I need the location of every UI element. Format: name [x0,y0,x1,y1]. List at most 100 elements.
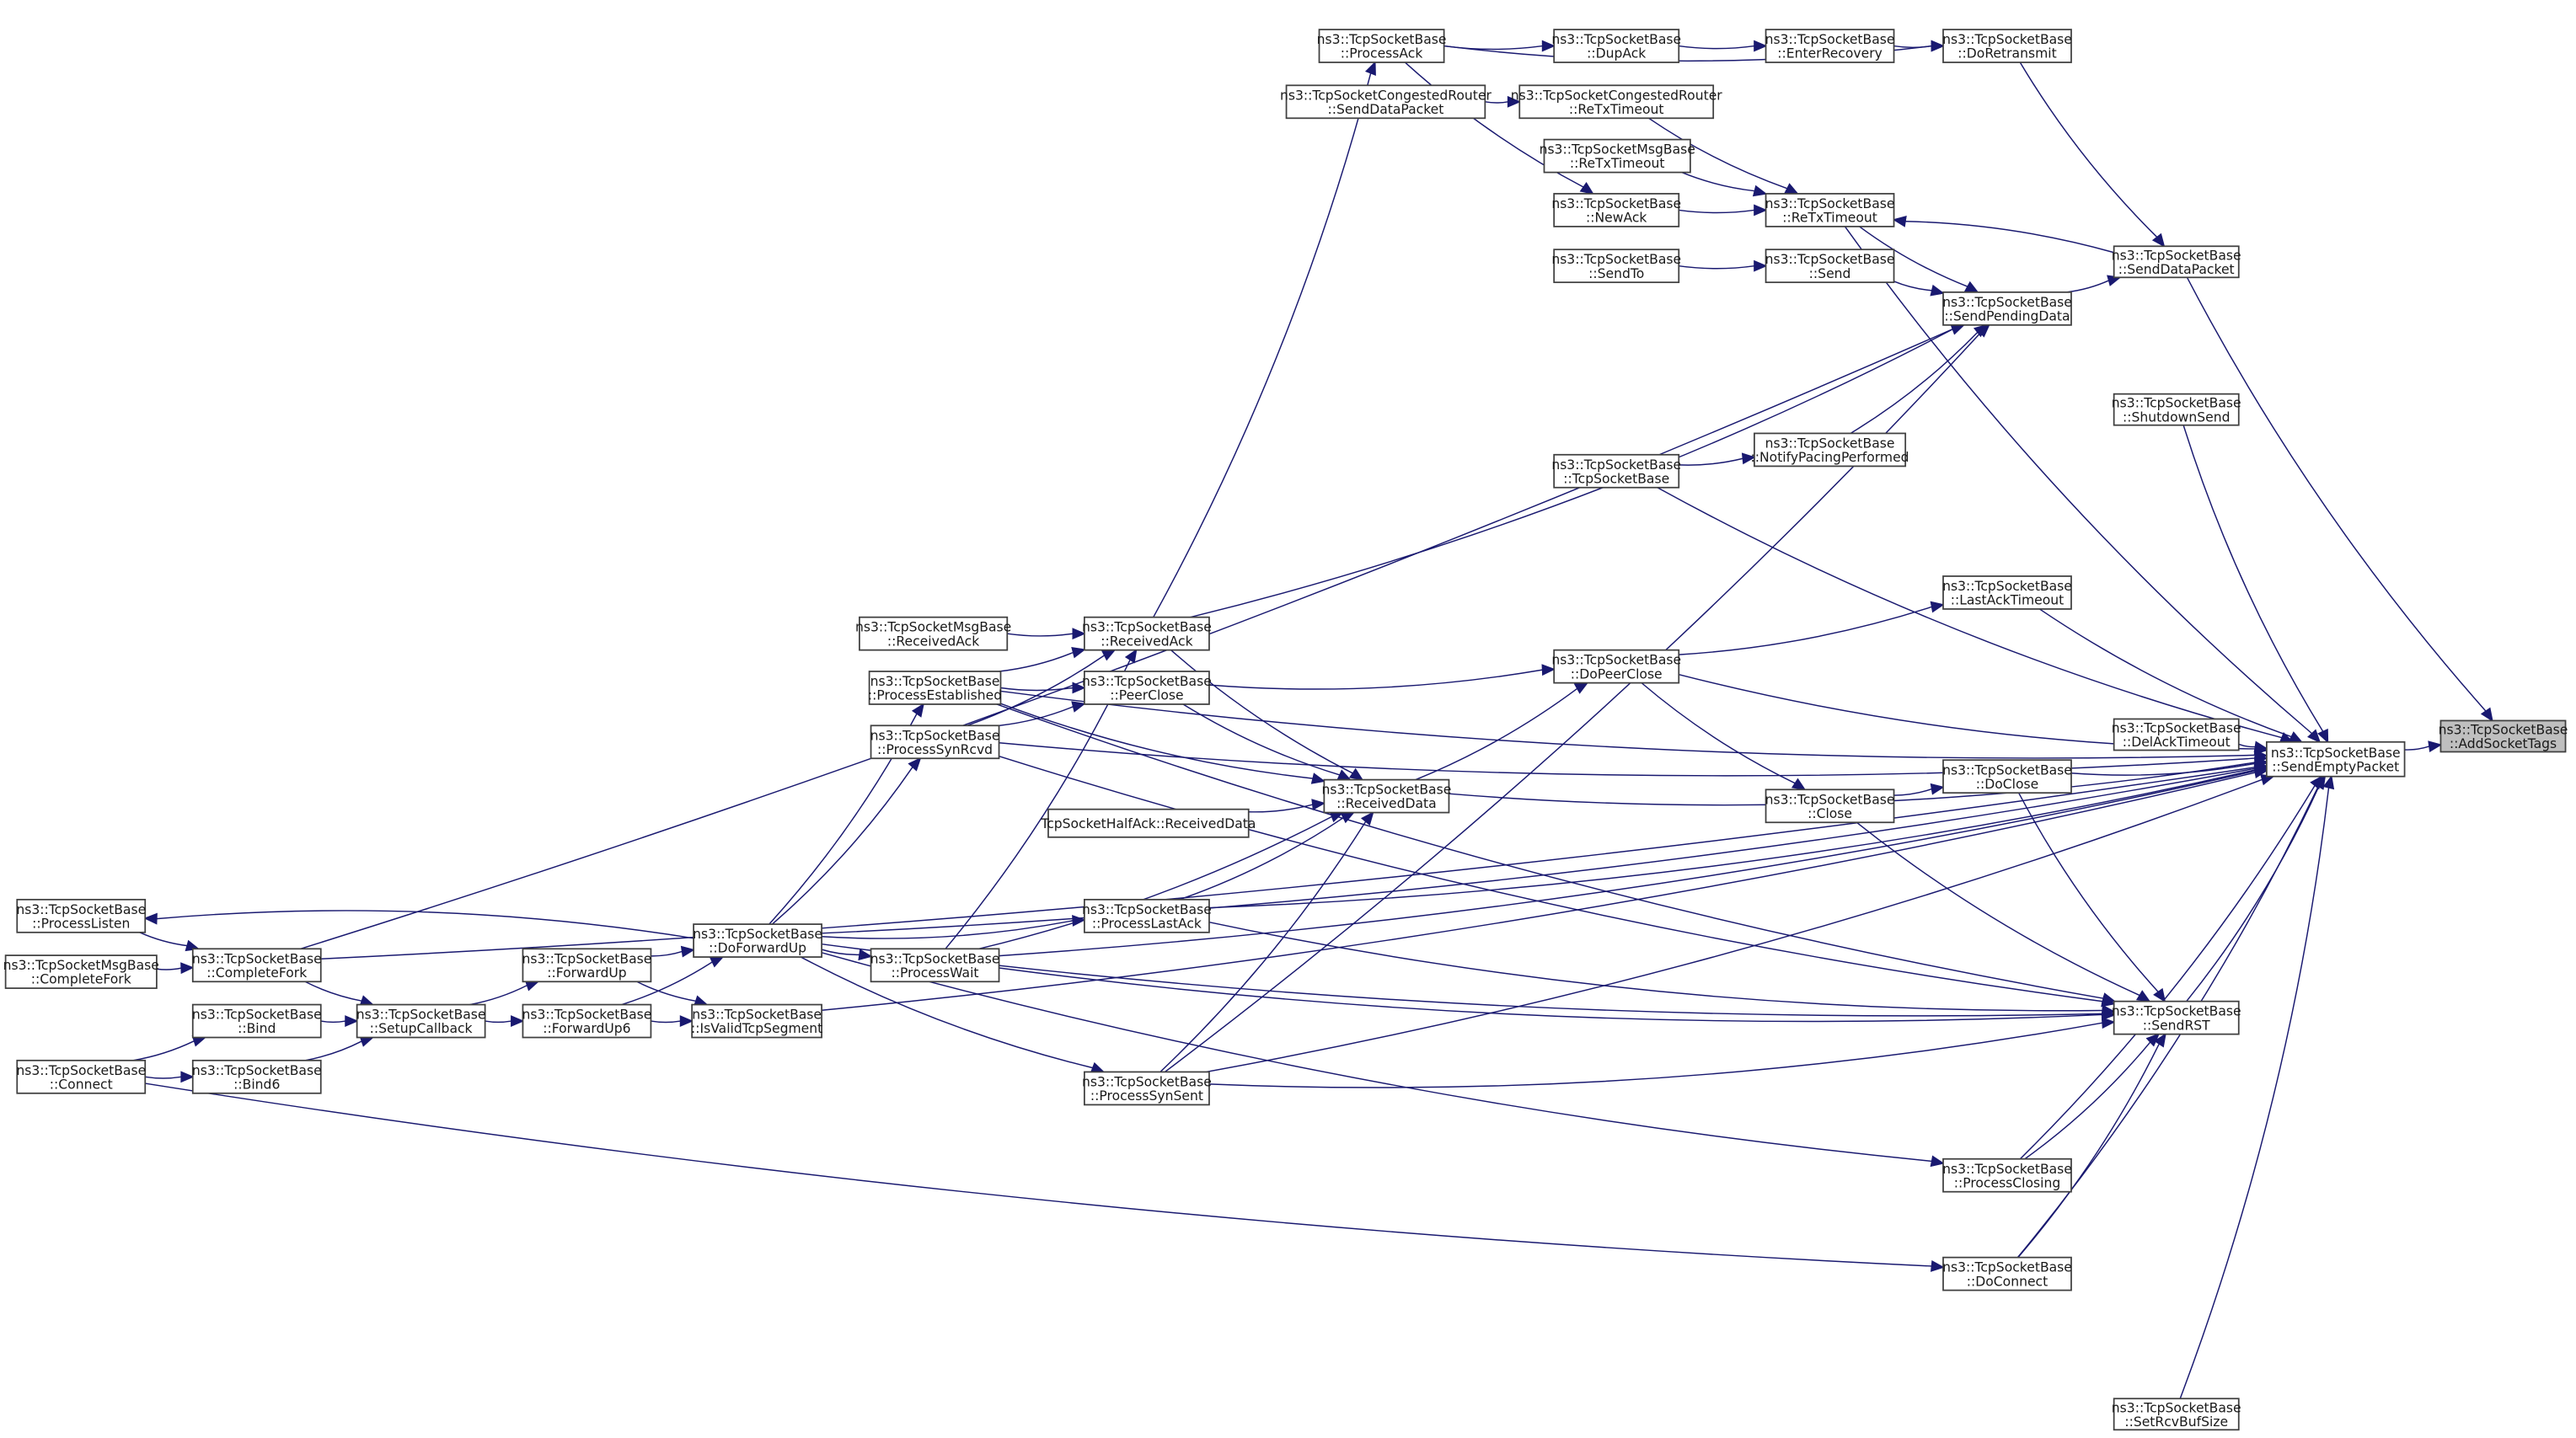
node-process-established[interactable]: ns3::TcpSocketBase::ProcessEstablished [868,671,1002,705]
node-box [522,948,652,983]
node-label: ns3::TcpSocketBase [16,902,146,917]
node-received-ack[interactable]: ns3::TcpSocketBase::ReceivedAck [1082,616,1212,651]
edge-line [1415,687,1578,781]
arrowhead-icon [2154,1033,2166,1048]
node-complete-fork[interactable]: ns3::TcpSocketBase::CompleteFork [192,948,322,983]
node-label: ns3::TcpSocketBase [1765,436,1895,451]
node-label: ns3::TcpSocketBase [192,1063,322,1078]
arrowhead-icon [1541,664,1556,676]
node-do-peer-close[interactable]: ns3::TcpSocketBase::DoPeerClose [1551,649,1681,684]
node-bind[interactable]: ns3::TcpSocketBase::Bind [192,1003,322,1039]
node-dup-ack[interactable]: ns3::TcpSocketBase::DupAck [1551,29,1681,63]
edge-ProcessAck-to-DupAck [1443,40,1556,52]
edge-ForwardUp6-to-IsValidTcpSegment [651,1015,694,1028]
edge-line [1159,821,1367,1072]
arrowhead-icon [1071,646,1086,659]
node-add-socket-tags: ns3::TcpSocketBase::AddSocketTags [2439,719,2568,753]
node-process-syn-rcvd[interactable]: ns3::TcpSocketBase::ProcessSynRcvd [870,724,1000,760]
node-box [1553,249,1680,284]
node-peer-close[interactable]: ns3::TcpSocketBase::PeerClose [1082,671,1212,705]
edge-line [304,981,362,1002]
node-crsend-data-packet[interactable]: ns3::TcpSocketCongestedRouter::SendDataP… [1280,84,1492,120]
node-is-valid-tcp-segment[interactable]: ns3::TcpSocketBase::IsValidTcpSegment [691,1003,822,1039]
node-bind6[interactable]: ns3::TcpSocketBase::Bind6 [192,1059,322,1094]
edge-Bind-to-SetupCallback [320,1015,359,1028]
node-do-close[interactable]: ns3::TcpSocketBase::DoClose [1942,759,2072,794]
edge-ProcessSynRcvd-to-SendRST [999,755,2116,1008]
node-send[interactable]: ns3::TcpSocketBase::Send [1765,249,1895,284]
node-process-listen[interactable]: ns3::TcpSocketBase::ProcessListen [16,898,146,933]
node-del-ack-timeout[interactable]: ns3::TcpSocketBase::DelAckTimeout [2112,718,2241,751]
edge-line [821,952,1932,1163]
node-do-retransmit[interactable]: ns3::TcpSocketBase::DoRetransmit [1942,29,2072,63]
node-re-tx-timeout[interactable]: ns3::TcpSocketBase::ReTxTimeout [1765,193,1895,227]
arrowhead-icon [1071,701,1086,713]
node-msg-re-tx-timeout[interactable]: ns3::TcpSocketMsgBase::ReTxTimeout [1540,138,1695,174]
arrowhead-icon [1930,1259,1945,1272]
node-do-connect[interactable]: ns3::TcpSocketBase::DoConnect [1942,1256,2072,1291]
arrowhead-icon [858,949,873,961]
node-label: ::ReceivedAck [887,633,979,649]
node-process-ack[interactable]: ns3::TcpSocketBase::ProcessAck [1317,29,1447,63]
edge-line [801,956,1094,1069]
node-forward-up6[interactable]: ns3::TcpSocketBase::ForwardUp6 [522,1003,652,1039]
arrowhead-icon [143,912,158,925]
edge-DoPeerClose-to-LastAckTimeout [1679,601,1945,655]
node-close[interactable]: ns3::TcpSocketBase::Close [1765,788,1895,824]
arrowhead-icon [1360,811,1374,826]
node-do-forward-up[interactable]: ns3::TcpSocketBase::DoForwardUp [693,923,822,958]
node-notify-pacing[interactable]: ns3::TcpSocketBase::NotifyPacingPerforme… [1751,432,1909,468]
node-process-last-ack[interactable]: ns3::TcpSocketBase::ProcessLastAck [1082,898,1212,933]
node-label: TcpSocketHalfAck::ReceivedData [1040,816,1256,831]
arrowhead-icon [180,962,195,975]
node-label: ::DoPeerClose [1571,666,1663,682]
node-label: ::SendRST [2143,1018,2210,1033]
node-crre-tx-timeout[interactable]: ns3::TcpSocketCongestedRouter::ReTxTimeo… [1511,84,1723,120]
node-box [2266,740,2406,778]
node-label: ::ProcessSynSent [1090,1088,1203,1104]
node-label: ::ProcessListen [32,916,130,931]
arrowhead-icon [2101,1017,2116,1029]
node-label: ::SendDataPacket [2118,262,2235,277]
node-box [1543,138,1691,174]
node-send-rst[interactable]: ns3::TcpSocketBase::SendRST [2112,1000,2241,1035]
arrowhead-icon [680,945,695,958]
node-set-rcv-buf-size[interactable]: ns3::TcpSocketBase::SetRcvBufSize [2112,1398,2241,1431]
node-label: ns3::TcpSocketBase [1551,252,1681,267]
node-forward-up[interactable]: ns3::TcpSocketBase::ForwardUp [522,948,652,983]
node-connect[interactable]: ns3::TcpSocketBase::Connect [16,1059,146,1094]
edge-line [1153,72,1372,618]
edge-line [2179,787,2330,1399]
edge-SetupCallback-to-ForwardUp [469,980,540,1006]
arrowhead-icon [2135,990,2151,1002]
node-setup-callback[interactable]: ns3::TcpSocketBase::SetupCallback [356,1003,486,1039]
edge-ProcessListen-to-CompleteFork [139,932,201,952]
node-half-ack-received-data[interactable]: TcpSocketHalfAck::ReceivedData [1040,808,1256,838]
node-process-syn-sent[interactable]: ns3::TcpSocketBase::ProcessSynSent [1082,1071,1212,1106]
node-msg-complete-fork[interactable]: ns3::TcpSocketMsgBase::CompleteFork [3,954,159,989]
node-new-ack[interactable]: ns3::TcpSocketBase::NewAck [1551,193,1681,227]
node-label: ::DoForwardUp [709,941,806,956]
node-box [870,948,1000,983]
edge-line [304,1040,362,1061]
edge-line [1190,329,1954,618]
node-last-ack-timeout[interactable]: ns3::TcpSocketBase::LastAckTimeout [1942,575,2072,610]
node-label: ns3::TcpSocketBase [1082,620,1212,635]
node-process-wait[interactable]: ns3::TcpSocketBase::ProcessWait [870,948,1000,983]
edge-line [999,770,2256,957]
node-shutdown-send[interactable]: ns3::TcpSocketBase::ShutdownSend [2112,393,2241,426]
node-process-closing[interactable]: ns3::TcpSocketBase::ProcessClosing [1942,1157,2072,1193]
node-send-empty-packet[interactable]: ns3::TcpSocketBase::SendEmptyPacket [2266,740,2406,778]
node-enter-recovery[interactable]: ns3::TcpSocketBase::EnterRecovery [1765,29,1895,63]
edge-Send-to-SendPendingData [1893,281,1945,297]
node-msg-received-ack[interactable]: ns3::TcpSocketMsgBase::ReceivedAck [855,616,1011,651]
node-send-data-packet[interactable]: ns3::TcpSocketBase::SendDataPacket [2112,245,2241,279]
node-received-data[interactable]: ns3::TcpSocketBase::ReceivedData [1322,778,1452,814]
node-send-to[interactable]: ns3::TcpSocketBase::SendTo [1551,249,1681,284]
edge-ShutdownSend-to-SendEmptyPacket [2182,425,2329,744]
edge-line [1206,778,2263,1073]
node-label: ::ProcessLastAck [1092,916,1202,931]
node-ctor[interactable]: ns3::TcpSocketBase::TcpSocketBase [1551,453,1681,489]
node-label: ::CompleteFork [31,972,131,987]
node-send-pending-data[interactable]: ns3::TcpSocketBase::SendPendingData [1942,291,2072,326]
